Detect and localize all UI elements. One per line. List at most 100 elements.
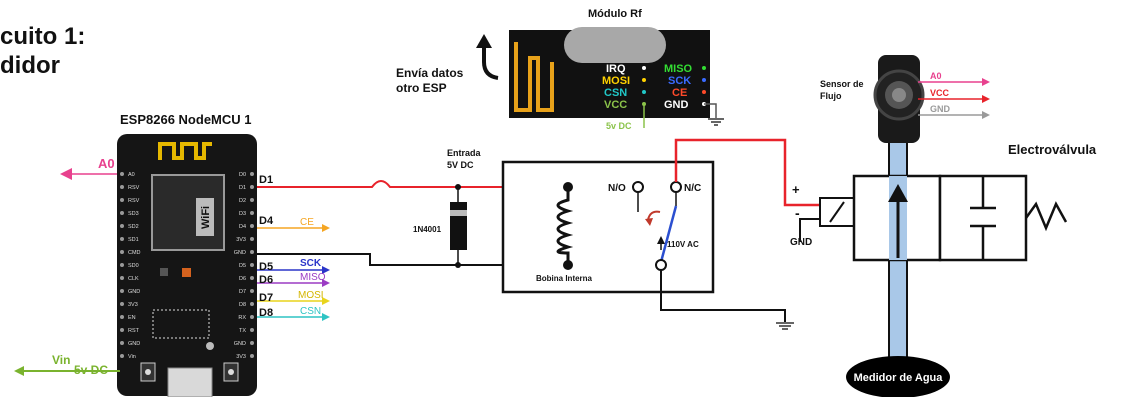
esp-right-pin: D8: [239, 302, 246, 308]
miso-label: MISO: [300, 272, 326, 283]
sensor-a0-label: A0: [930, 71, 942, 81]
miso-arrow: [322, 279, 330, 287]
usb-port: [167, 367, 213, 397]
title-line-2: didor: [0, 52, 60, 79]
relay: Entrada 5V DC 1N4001 Bobina Interna N/O …: [413, 148, 715, 294]
sensor-label-2: Flujo: [820, 91, 842, 101]
diode-label: 1N4001: [413, 225, 442, 234]
esp-left-pin: GND: [128, 341, 140, 347]
sensor-gnd-label: GND: [930, 104, 951, 114]
no-contact: [632, 181, 644, 193]
nc-to-valve-wire: [674, 138, 820, 207]
rf-pin-sck: SCK: [668, 75, 691, 87]
d8-label: D8: [259, 307, 273, 319]
rf-pin-vcc: VCC: [604, 99, 627, 111]
ce-label: CE: [300, 217, 314, 228]
usb-chip: [152, 309, 210, 339]
no-label: N/O: [608, 183, 626, 194]
wifi-shield: [196, 198, 214, 236]
d7-label: D7: [259, 292, 273, 304]
rf-title: Módulo Rf: [588, 8, 642, 20]
solenoid-coil-box: [819, 197, 855, 227]
esp-right-pin: 3V3: [236, 354, 246, 360]
d1-wire: [257, 180, 568, 188]
esp-left-pin: SD0: [128, 263, 139, 269]
esp-left-pin: A0: [128, 172, 135, 178]
esp-smd: [160, 268, 168, 276]
esp-right-pin: TX: [239, 328, 246, 334]
rf-crystal: [564, 27, 666, 63]
water-meter-label: Medidor de Agua: [854, 372, 944, 384]
sck-label: SCK: [300, 258, 322, 269]
csn-label: CSN: [300, 306, 321, 317]
rf-pin-gnd: GND: [664, 99, 689, 111]
switch-direction-arrow: [647, 210, 661, 221]
send-arrow: [482, 46, 499, 80]
a0-left-label: A0: [98, 156, 115, 171]
esp-right-pin: GND: [234, 250, 246, 256]
esp-right-pin: D2: [239, 198, 246, 204]
common-contact: [655, 259, 667, 271]
esp-left-pin: RSV: [128, 185, 140, 191]
ac-label: 110V AC: [667, 240, 699, 249]
switch-arm: [659, 205, 678, 263]
common-ground-wire: [660, 270, 786, 322]
rf-power-label: 5v DC: [606, 121, 632, 131]
sensor-label-1: Sensor de: [820, 79, 864, 89]
vin-label: Vin: [52, 353, 70, 367]
rf-pin-irq: IRQ: [606, 63, 626, 75]
d5-label: D5: [259, 261, 273, 273]
wifi-label: WiFi: [200, 206, 212, 229]
relay-ground-icon: [776, 322, 794, 330]
switch-direction-head-icon: [645, 218, 653, 226]
esp-right-pin: D1: [239, 185, 246, 191]
valve-minus-label: -: [795, 205, 800, 221]
esp-left-pin: CMD: [128, 250, 141, 256]
relay-input-label-2: 5V DC: [447, 160, 474, 170]
rf-pin-ce: CE: [672, 87, 687, 99]
vin-arrow: [14, 366, 24, 376]
valve-title: Electroválvula: [1008, 142, 1097, 157]
send-arrow-head-icon: [476, 34, 492, 48]
esp-left-pin: RST: [128, 328, 140, 334]
valve-flow-arrow-icon: [888, 184, 908, 202]
antenna-icon: [158, 142, 212, 160]
esp-right-pin: D3: [239, 211, 246, 217]
sensor-vcc-label: VCC: [930, 88, 950, 98]
esp-left-pin: SD3: [128, 211, 139, 217]
relay-box: [501, 160, 715, 294]
d6-label: D6: [259, 274, 273, 286]
csn-arrow: [322, 313, 330, 321]
esp-left-pin: 3V3: [128, 302, 138, 308]
rf-module: Módulo Rf IRQ MOSI CSN VCC MISO SCK CE G…: [509, 8, 710, 118]
esp8266-board: ESP8266 NodeMCU 1 WiFi A0 RSV RSV SD3 SD…: [117, 112, 257, 397]
solenoid-valve: Electroválvula: [819, 142, 1097, 262]
nc-label: N/C: [684, 183, 701, 194]
page-title: cuito 1: didor: [0, 22, 85, 80]
esp-cap: [206, 342, 214, 350]
ce-arrow: [322, 224, 330, 232]
valve-gnd-wire: [799, 218, 820, 242]
valve-gnd-label: GND: [790, 237, 812, 248]
esp-left-pin: GND: [128, 289, 140, 295]
esp-right-pin: RX: [238, 315, 246, 321]
esp-right-pin: D4: [239, 224, 246, 230]
solenoid-coil-symbol: [829, 201, 845, 223]
vin-dc-label: 5v DC: [74, 363, 108, 377]
esp-left-pin: CLK: [128, 276, 139, 282]
esp-left-pin: SD1: [128, 237, 139, 243]
rst-button-dot: [145, 369, 151, 375]
flow-sensor: Sensor de Flujo: [820, 55, 925, 143]
esp-right-pin: D0: [239, 172, 246, 178]
d1-label: D1: [259, 174, 273, 186]
flash-button-dot: [228, 369, 234, 375]
rf-pin-csn: CSN: [604, 87, 627, 99]
rf-antenna-icon: [514, 42, 554, 112]
sensor-hub: [892, 88, 906, 102]
title-line-1: cuito 1:: [0, 23, 86, 50]
relay-input-label-1: Entrada: [447, 148, 482, 158]
rf-gnd-wire: [704, 103, 717, 118]
esp-left-pin: EN: [128, 315, 136, 321]
esp-left-pin: RSV: [128, 198, 140, 204]
send-label-2: otro ESP: [396, 81, 447, 95]
